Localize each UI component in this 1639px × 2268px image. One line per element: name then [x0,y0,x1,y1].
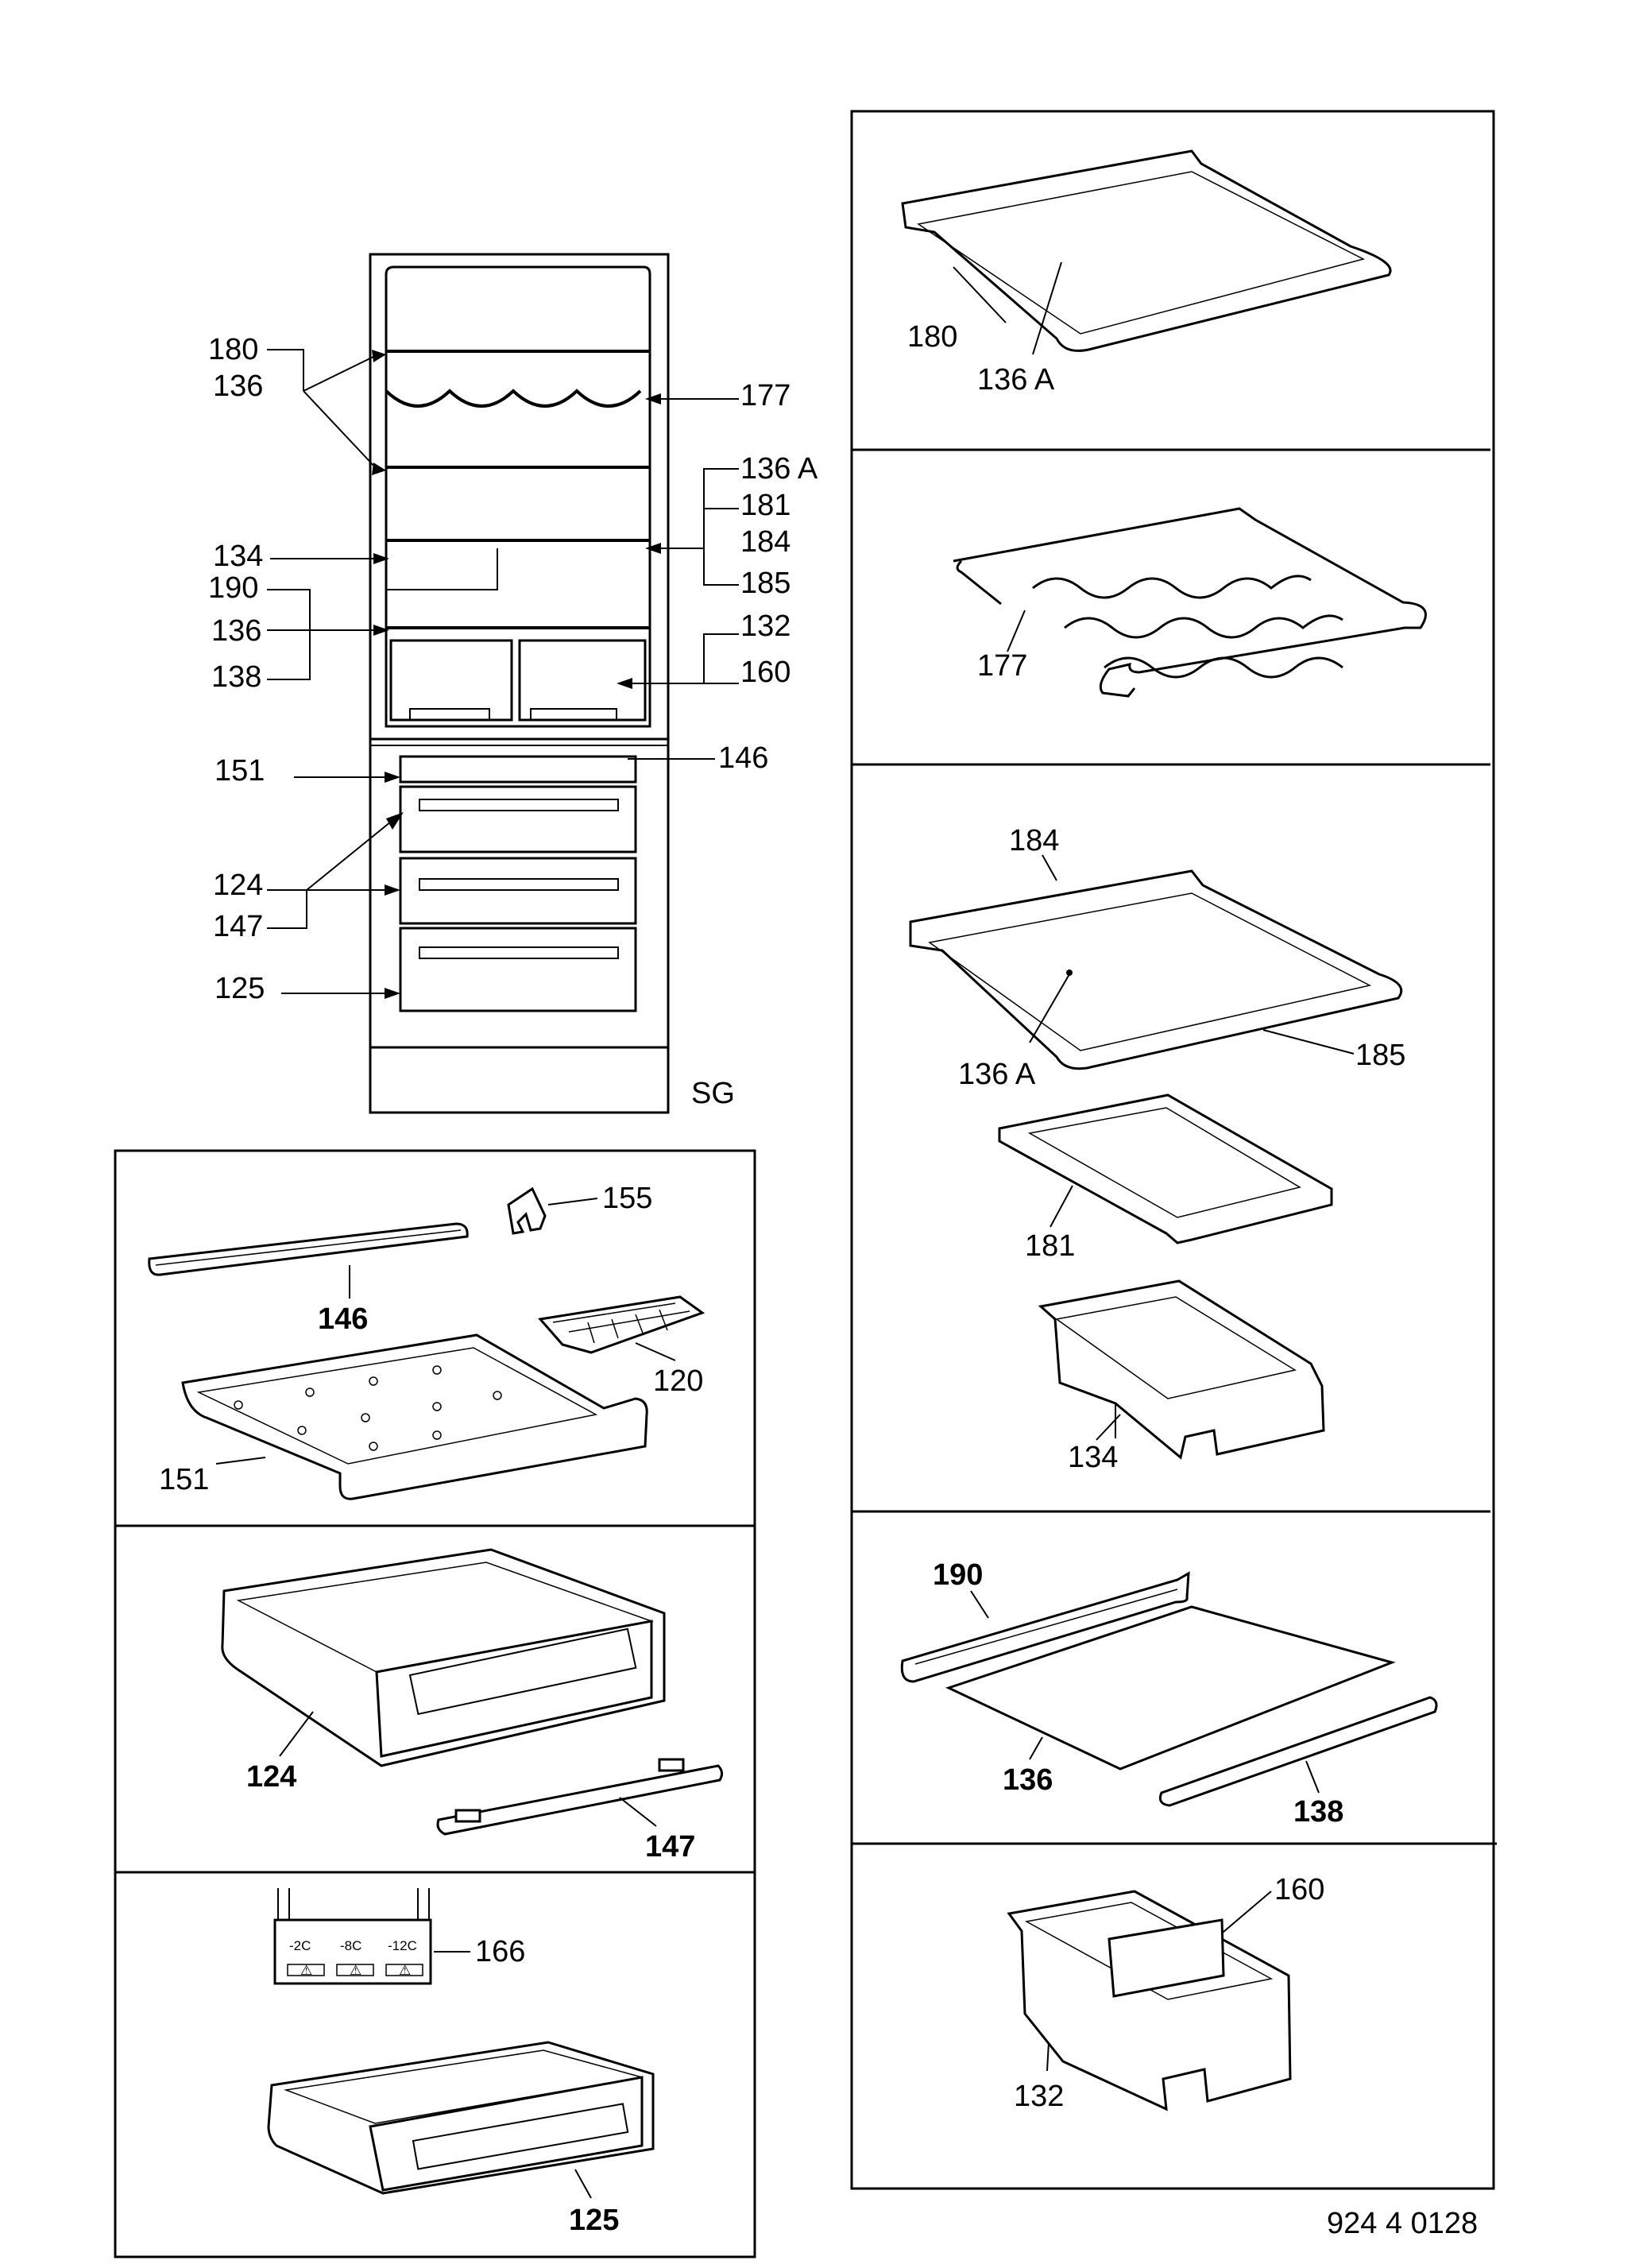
p-label-190: 190 [933,1558,983,1592]
panel-freezer-tray: 146 155 120 151 [148,1182,705,1500]
box-134 [1038,1279,1325,1460]
fridge-overview: 180 136 177 136 A 181 134 184 190 185 13… [208,253,818,1114]
temp-scale-1: -2C [289,1938,311,1953]
clip-155 [507,1186,547,1235]
glass-136 [945,1605,1396,1771]
p-label-136-panel: 136 [1003,1763,1053,1797]
shelf-184 [909,869,1403,1070]
left-panel-frame [114,1149,756,2258]
p-label-136a-2: 136 A [958,1058,1036,1091]
divider-160 [1107,1918,1225,1998]
warning-icon-2: ⚠ [350,1963,361,1978]
shelf-180 [901,149,1392,352]
label-124: 124 [213,869,263,902]
label-146: 146 [718,741,768,775]
p-label-134: 134 [1068,1441,1118,1474]
p-label-125: 125 [569,2204,619,2237]
panel-shelf-180: 180 136 A [901,149,1392,397]
p-label-146: 146 [318,1302,368,1336]
p-label-180: 180 [907,320,957,354]
label-151: 151 [215,754,265,788]
p-label-120: 120 [653,1364,703,1398]
panel-drawer-125: -2C -8C -12C ⚠ ⚠ ⚠ 166 125 [267,1888,655,2237]
label-181: 181 [740,489,791,522]
temp-scale-3: -12C [388,1938,417,1953]
label-185: 185 [740,567,791,600]
left-panels: 146 155 120 151 [114,1149,756,2258]
p-label-181: 181 [1025,1229,1075,1263]
label-125: 125 [215,972,265,1005]
label-132: 132 [740,610,791,643]
label-sg: SG [691,1077,735,1110]
label-138: 138 [211,660,261,694]
p-label-177: 177 [977,649,1027,683]
label-136: 136 [213,370,263,403]
label-190: 190 [208,571,258,605]
label-184: 184 [740,525,791,559]
panel-shelf-184: 184 136 A 185 181 134 [909,824,1405,1474]
wine-rack-sketch [385,389,642,408]
p-label-132: 132 [1014,2080,1064,2113]
right-panel-frame [850,110,1495,2190]
p-label-184: 184 [1009,824,1059,857]
temp-scale-2: -8C [340,1938,361,1953]
panel-crisper-132: 160 132 [1007,1873,1324,2113]
p-label-155: 155 [602,1182,652,1215]
p-label-124: 124 [246,1760,296,1794]
label-147: 147 [213,910,263,943]
ice-tray-120 [538,1295,705,1354]
rail-147 [436,1764,724,1836]
panel-shelf-136: 190 136 138 [900,1558,1438,1829]
crisper-132 [1007,1890,1292,2111]
label-160: 160 [740,656,791,689]
temp-card-166 [273,1918,432,1985]
panel-drawer-124: 124 147 [221,1548,724,1864]
p-label-151: 151 [159,1463,209,1496]
p-label-160: 160 [1274,1873,1324,1906]
right-panels: 180 136 A 177 184 136 A 185 [850,110,1497,2190]
warning-icon-3: ⚠ [399,1963,411,1978]
tray-151 [181,1333,648,1500]
p-label-147: 147 [645,1830,695,1864]
strip-138 [1158,1696,1438,1807]
label-177: 177 [740,379,791,412]
label-136a: 136 A [740,452,818,486]
label-134: 134 [213,540,263,573]
label-136-b: 136 [211,614,261,648]
panel-wine-rack-177: 177 [953,507,1427,698]
p-label-166: 166 [475,1935,525,1968]
doc-number: 924 4 0128 [1327,2207,1478,2240]
frame-181 [998,1093,1333,1244]
p-label-136a-1: 136 A [977,363,1055,397]
label-180: 180 [208,333,258,366]
p-label-138: 138 [1293,1795,1343,1829]
warning-icon-1: ⚠ [300,1963,312,1978]
p-label-185: 185 [1355,1039,1405,1072]
